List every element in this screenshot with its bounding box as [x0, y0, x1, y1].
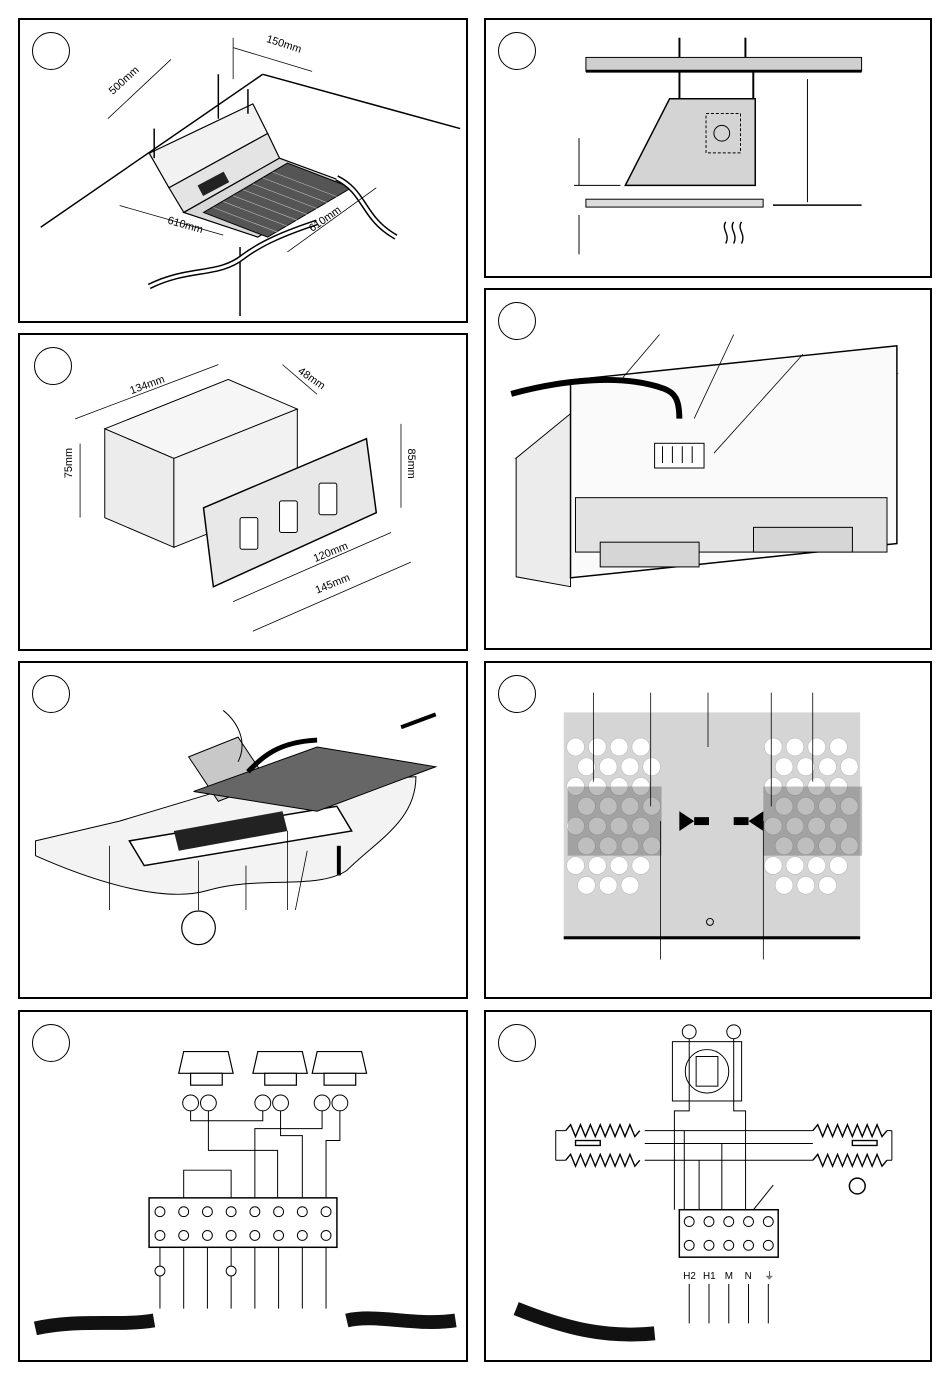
step-number-circle: [498, 32, 536, 70]
panel-switch-box: 134mm 48mm 75mm 85mm 120mm 145mm: [18, 333, 468, 651]
switch-wiring-schematic: [20, 1012, 466, 1360]
panel-ceiling-mount: [484, 18, 932, 278]
dim-wall-label: 150mm: [265, 33, 303, 56]
dim-box-length-label: 134mm: [128, 373, 166, 397]
earth-symbol-icon: [155, 1266, 236, 1276]
dim-box-depth-label: 48mm: [296, 365, 328, 392]
terminal-label-h1: H1: [703, 1271, 716, 1282]
terminal-label-earth: ⏚: [764, 1270, 774, 1282]
step-number-circle: [498, 1024, 536, 1062]
heating-element-left: [566, 1125, 640, 1167]
panel-grille-removal: [18, 661, 468, 999]
step-number-circle: [498, 675, 536, 713]
ceiling-mount-diagram: [486, 20, 930, 276]
step-number-circle: [32, 32, 70, 70]
step-number-circle: [32, 675, 70, 713]
terminal-label-h2: H2: [683, 1271, 696, 1282]
grille-removal-diagram: [20, 663, 466, 997]
dim-plate-width-label: 145mm: [314, 572, 352, 597]
panel-internal-wiring: [484, 288, 932, 650]
dim-plate-height-label: 85mm: [405, 449, 417, 479]
dim-inner-width-label: 120mm: [312, 540, 350, 565]
panel-heater-wiring: H2 H1 M N ⏚: [484, 1010, 932, 1362]
heater-wiring-schematic: H2 H1 M N ⏚: [486, 1012, 930, 1360]
panel-switch-wiring: [18, 1010, 468, 1362]
panel-installation-clearances: 500mm 150mm 610mm 610mm: [18, 18, 468, 323]
step-number-circle: [32, 1024, 70, 1062]
installation-clearance-diagram: 500mm 150mm 610mm 610mm: [20, 20, 466, 321]
panel-perforated-fixing: [484, 661, 932, 999]
internal-wiring-diagram: [486, 290, 930, 648]
heating-element-right: [813, 1125, 887, 1167]
dim-box-height-label: 75mm: [63, 448, 75, 478]
perforated-panel-diagram: [486, 663, 930, 997]
terminal-label-n: N: [745, 1271, 752, 1282]
step-number-circle: [34, 347, 72, 385]
switch-box-diagram: 134mm 48mm 75mm 85mm 120mm 145mm: [20, 335, 466, 649]
terminal-label-m: M: [725, 1271, 733, 1282]
step-number-circle: [498, 302, 536, 340]
